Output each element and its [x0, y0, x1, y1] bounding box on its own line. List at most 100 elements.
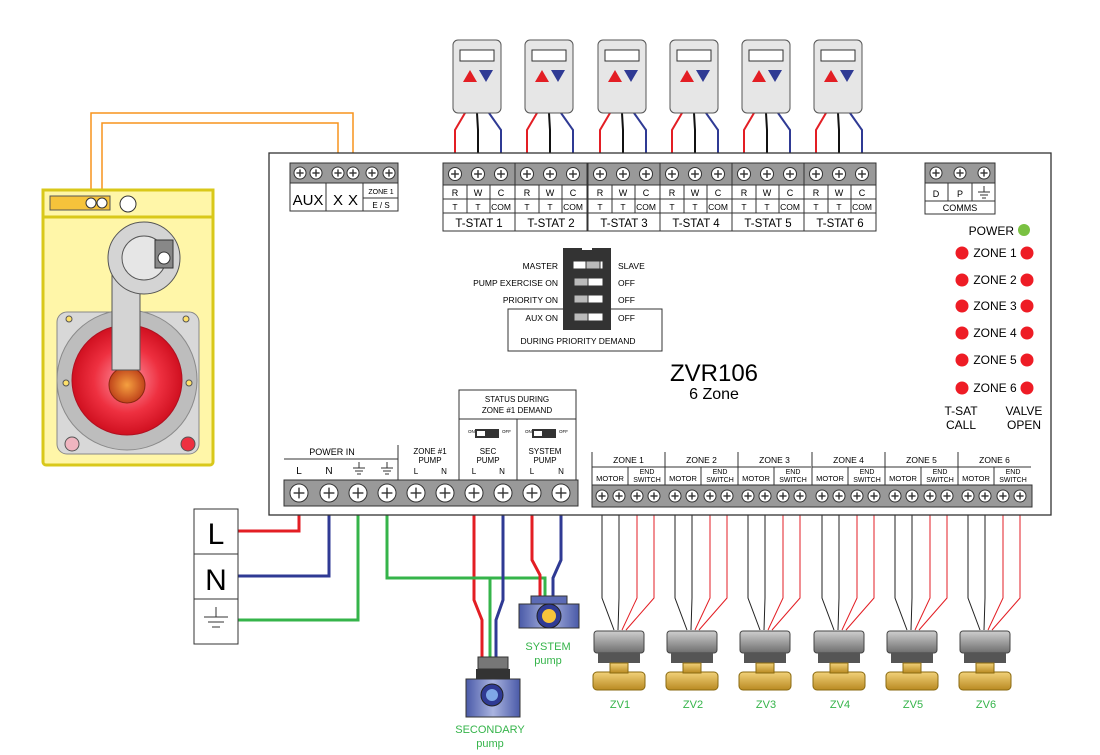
valve-label-5: ZV5	[903, 699, 923, 711]
zone-screw-icon	[888, 489, 902, 503]
power-screw-icon	[319, 483, 339, 503]
tstat-screw-icon	[737, 167, 751, 181]
tstat-term-6-1: W	[835, 188, 844, 198]
down-arrow-icon	[479, 70, 493, 82]
zone-label-5: ZONE 5	[906, 455, 937, 465]
tstat-term-2-2: C	[570, 188, 577, 198]
tstat-sub-3-1: T	[620, 202, 625, 212]
power-screw-icon	[289, 483, 309, 503]
valve-label-6: ZV6	[976, 699, 996, 711]
zone1-pump-label-1: ZONE #1	[413, 447, 447, 456]
aux-screw-icon	[382, 166, 396, 180]
zone-label-2: ZONE 2	[686, 455, 717, 465]
tstat-screw-icon	[665, 167, 679, 181]
sec-on-label: ON	[468, 429, 475, 434]
dip-switch-1[interactable]	[572, 260, 604, 270]
zone-switch-label-4: SWITCH	[853, 477, 881, 484]
tstat-term-3-0: R	[597, 188, 604, 198]
valve-open-led-icon	[1020, 299, 1034, 313]
model-subtitle: 6 Zone	[689, 386, 739, 403]
tstat-term-5-1: W	[763, 188, 772, 198]
tstat-screw-icon	[688, 167, 702, 181]
tstat-term-2-1: W	[546, 188, 555, 198]
power-n-label: N	[325, 466, 332, 477]
zone-valve-5	[885, 630, 939, 691]
tsat-call-led-icon	[955, 246, 969, 260]
zone-screw-icon	[905, 489, 919, 503]
secondary-pump-label: SECONDARY	[455, 724, 525, 736]
valve-open-led-icon	[1020, 246, 1034, 260]
tstat-term-2-0: R	[524, 188, 531, 198]
tstat-sub-2-2: COM	[563, 202, 583, 212]
led-zone-label-5: ZONE 5	[973, 353, 1017, 367]
valve-open-label-1: VALVE	[1006, 404, 1043, 418]
zone-switch-label-3: SWITCH	[779, 477, 807, 484]
up-arrow-icon	[752, 70, 766, 82]
status-title-2: ZONE #1 DEMAND	[482, 406, 552, 415]
tstat-label-2: T-STAT 2	[527, 218, 574, 230]
comms-screw-icon	[977, 166, 991, 180]
tstat-screw-icon	[711, 167, 725, 181]
zone-screw-icon	[776, 489, 790, 503]
zone-screw-icon	[793, 489, 807, 503]
power-screw-icon	[406, 483, 426, 503]
tstat-sub-3-2: COM	[636, 202, 656, 212]
zone-screw-icon	[720, 489, 734, 503]
tstat-screw-icon	[783, 167, 797, 181]
sec-pump-switch[interactable]	[475, 429, 499, 438]
zone-screw-icon	[630, 489, 644, 503]
tstat-sub-4-0: T	[669, 202, 674, 212]
tstat-sub-4-2: COM	[708, 202, 728, 212]
zone-screw-icon	[741, 489, 755, 503]
ground-icon	[353, 462, 393, 475]
power-l-label: L	[296, 466, 302, 477]
zone-motor-label-1: MOTOR	[596, 474, 624, 483]
zone-screw-icon	[850, 489, 864, 503]
sys-l-label: L	[530, 467, 535, 476]
dip-switch-4[interactable]	[572, 312, 604, 322]
tstat-term-5-2: C	[787, 188, 794, 198]
zone-screw-icon	[923, 489, 937, 503]
zone-screw-icon	[996, 489, 1010, 503]
zone-motor-label-2: MOTOR	[669, 474, 697, 483]
system-pump-sublabel: pump	[534, 655, 562, 667]
system-pump-label: SYSTEM	[525, 641, 570, 653]
power-terminal-strip: POWER IN L N ZONE #1 PUMP L N STATUS DUR…	[283, 389, 579, 507]
zone-valve-3	[738, 630, 792, 691]
tstat-term-4-1: W	[691, 188, 700, 198]
zone1-pump-n: N	[441, 467, 447, 476]
zone-label-1: ZONE 1	[613, 455, 644, 465]
zone-motor-label-5: MOTOR	[889, 474, 917, 483]
tstat-screw-icon	[639, 167, 653, 181]
system-pump-switch[interactable]	[532, 429, 556, 438]
tstat-term-4-2: C	[715, 188, 722, 198]
secondary-pump-sublabel: pump	[476, 738, 504, 750]
aux-screw-icon	[331, 166, 345, 180]
comms-p-label: P	[957, 189, 963, 199]
valve-label-4: ZV4	[830, 699, 850, 711]
down-arrow-icon	[696, 70, 710, 82]
tstat-sub-5-0: T	[741, 202, 746, 212]
power-screw-icon	[522, 483, 542, 503]
tstat-screw-icon	[494, 167, 508, 181]
tsat-call-led-icon	[955, 381, 969, 395]
zone-end-label-3: END	[786, 469, 801, 476]
sec-l-label: L	[472, 467, 477, 476]
aux-label: AUX	[293, 192, 324, 209]
dip-switch-3[interactable]	[572, 294, 604, 304]
wires	[90, 112, 1021, 657]
zone-screw-icon	[1013, 489, 1027, 503]
zone-screw-icon	[758, 489, 772, 503]
comms-screw-icon	[953, 166, 967, 180]
dip-switch-2[interactable]	[572, 277, 604, 287]
zone-switch-label-1: SWITCH	[633, 477, 661, 484]
zone-screw-icon	[815, 489, 829, 503]
tstat-term-6-0: R	[813, 188, 820, 198]
